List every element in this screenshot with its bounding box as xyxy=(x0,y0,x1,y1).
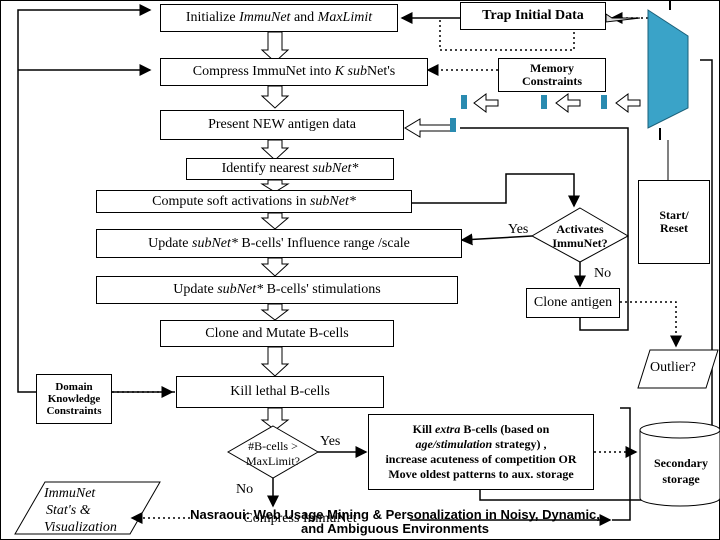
activates-decision-label: Activates ImmuNet? xyxy=(552,222,608,251)
no-label-top: No xyxy=(594,266,612,281)
footer-citation: Nasraoui: Web Usage Mining & Personaliza… xyxy=(190,507,600,537)
compress-k-box: Compress ImmuNet into K subNet's xyxy=(160,58,428,86)
compress-k-label: Compress ImmuNet into K subNet's xyxy=(192,64,396,80)
secondary-storage-label: Secondary storage xyxy=(654,456,708,486)
identify-subnet-label: Identify nearest subNet* xyxy=(221,161,359,177)
update-influence-box: Update subNet* B-cells' Influence range … xyxy=(96,229,462,258)
kill-lethal-box: Kill lethal B-cells xyxy=(176,376,384,408)
yes-label-top: Yes xyxy=(508,222,529,237)
kill-lethal-label: Kill lethal B-cells xyxy=(230,384,330,400)
trap-initial-data-label: Trap Initial Data xyxy=(482,8,584,24)
initialize-box: Initialize ImmuNet and MaxLimit xyxy=(160,4,398,32)
memory-constraints-box: Memory Constraints xyxy=(498,58,606,92)
domain-knowledge-box: Domain Knowledge Constraints xyxy=(36,374,112,424)
clone-antigen-box: Clone antigen xyxy=(526,288,620,318)
start-reset-box[interactable]: Start/ Reset xyxy=(638,180,710,264)
update-stimulations-label: Update subNet* B-cells' stimulations xyxy=(173,282,381,298)
compress-immunet-box: Compress ImmuNet xyxy=(190,504,410,534)
update-stimulations-box: Update subNet* B-cells' stimulations xyxy=(96,276,458,304)
clone-antigen-label: Clone antigen xyxy=(533,295,613,311)
present-antigen-label: Present NEW antigen data xyxy=(208,117,356,133)
compress-immunet-label: Compress ImmuNet xyxy=(243,511,357,527)
compute-activations-box: Compute soft activations in subNet* xyxy=(96,190,412,213)
identify-subnet-box: Identify nearest subNet* xyxy=(186,158,394,180)
bcells-decision-label: #B-cells > MaxLimit? xyxy=(246,439,300,468)
clone-mutate-box: Clone and Mutate B-cells xyxy=(160,320,394,347)
outlier-label: Outlier? xyxy=(650,360,696,375)
clone-mutate-label: Clone and Mutate B-cells xyxy=(205,325,349,341)
yes-label-bottom: Yes xyxy=(320,434,341,449)
update-influence-label: Update subNet* B-cells' Influence range … xyxy=(148,235,410,251)
present-antigen-box: Present NEW antigen data xyxy=(160,110,404,140)
compute-activations-label: Compute soft activations in subNet* xyxy=(152,193,356,209)
trap-initial-data-box: Trap Initial Data xyxy=(460,2,606,30)
stats-visualization-label: ImmuNet Stat's & Visualization xyxy=(44,486,117,535)
kill-extra-box: Kill extra B-cells (based on age/stimula… xyxy=(368,414,594,490)
initialize-label: Initialize ImmuNet and MaxLimit xyxy=(185,10,373,26)
no-label-bottom: No xyxy=(236,482,254,497)
